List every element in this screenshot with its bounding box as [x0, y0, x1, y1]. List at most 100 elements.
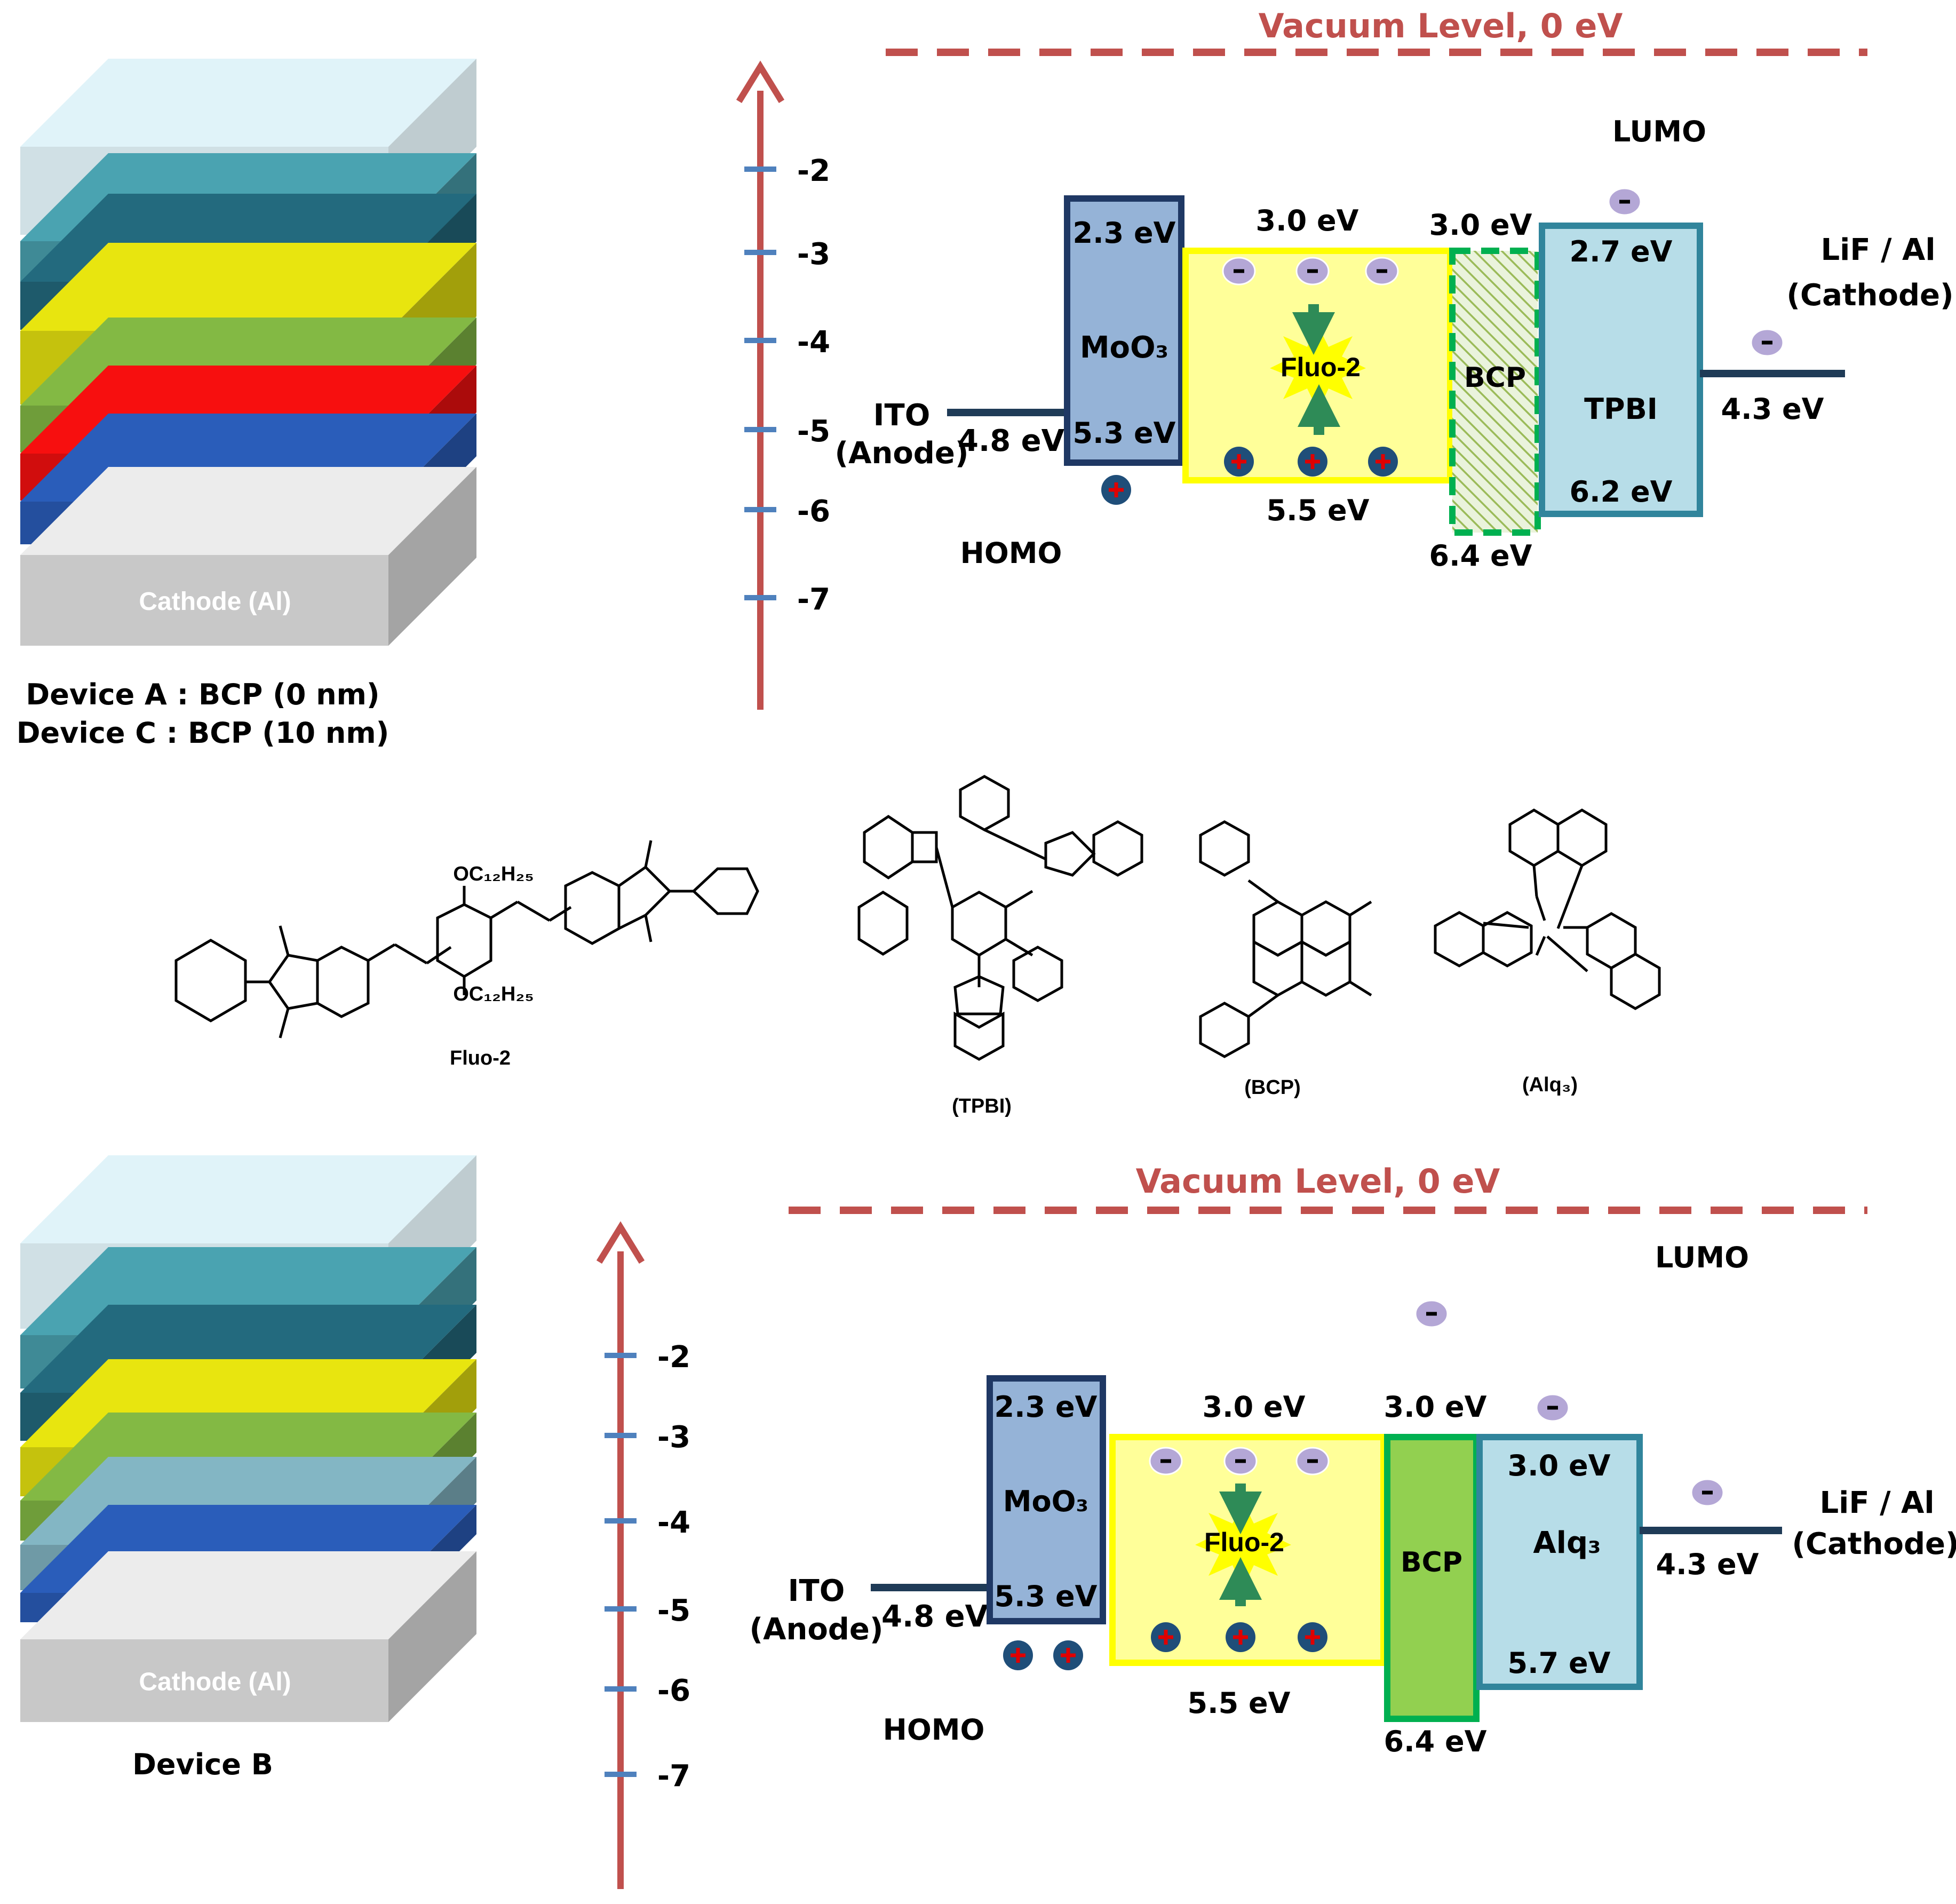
- bcp-box: [1384, 1434, 1480, 1722]
- etl-name: Alq₃: [1533, 1526, 1601, 1560]
- etl-homo: 5.7 eV: [1508, 1646, 1611, 1680]
- bcp-homo: 6.4 eV: [1429, 539, 1532, 573]
- electron-carrier: [1690, 1478, 1724, 1507]
- electron-carrier: [1365, 257, 1399, 285]
- layer-label: Cathode (Al): [139, 588, 291, 616]
- moo3-box: [1064, 195, 1184, 466]
- bcp-homo: 6.4 eV: [1384, 1725, 1487, 1758]
- energy-diagram-bottom: Vacuum Level, 0 eV -2-3-4-5-6-7 LUMO HOM…: [596, 1162, 1956, 1889]
- ito-name: ITO: [873, 398, 931, 433]
- cathode-energy: 4.3 eV: [1656, 1548, 1759, 1581]
- vacuum-level-label: Vacuum Level, 0 eV: [1259, 6, 1623, 45]
- lumo-label: LUMO: [1612, 115, 1706, 148]
- electron-carrier: [1536, 1393, 1570, 1422]
- lumo-label: LUMO: [1655, 1241, 1749, 1274]
- fluo2-substituent-bottom: OC₁₂H₂₅: [453, 983, 534, 1005]
- stack-layer: Cathode (Al): [20, 467, 476, 646]
- bcp-name: BCP: [1464, 362, 1526, 394]
- fluo2-name: Fluo-2: [1281, 352, 1361, 382]
- axis-tick-label: -6: [797, 494, 830, 529]
- axis-tick-label: -3: [657, 1420, 690, 1455]
- moo3-homo: 5.3 eV: [995, 1580, 1098, 1613]
- layer-top-face: [20, 467, 476, 555]
- device-caption-c: Device C : BCP (10 nm): [17, 716, 389, 750]
- ito-name: ITO: [788, 1574, 845, 1608]
- bcp-structure-label: (BCP): [1244, 1076, 1301, 1099]
- bcp-name: BCP: [1401, 1546, 1462, 1578]
- layer-top-face: [20, 1155, 476, 1243]
- cathode-role: (Cathode): [1792, 1527, 1956, 1561]
- energy-diagram-top: Vacuum Level, 0 eV -2 -3 -4 -5 -6 -7 LUMO HOM…: [736, 6, 1954, 710]
- bcp-lumo: 3.0 eV: [1384, 1390, 1487, 1424]
- homo-label: HOMO: [960, 536, 1062, 570]
- fluo2-structure-label: Fluo-2: [450, 1047, 511, 1069]
- electron-carrier: [1223, 1447, 1258, 1475]
- hole-carrier: [1298, 1622, 1327, 1652]
- moo3-lumo: 2.3 eV: [1073, 216, 1176, 250]
- etl-name: TPBI: [1584, 392, 1658, 426]
- hole-carrier: [1151, 1622, 1181, 1652]
- layer-front-face: [20, 555, 388, 646]
- layer-top-face: [20, 243, 476, 331]
- electron-carrier: [1414, 1299, 1449, 1328]
- electron-carrier: [1295, 257, 1330, 285]
- device-caption-a: Device A : BCP (0 nm): [26, 678, 379, 711]
- hole-carrier: [1298, 447, 1327, 477]
- layer-label: Cathode (Al): [139, 1668, 291, 1696]
- hole-carrier: [1003, 1640, 1033, 1670]
- fluo2-lumo: 3.0 eV: [1256, 204, 1359, 237]
- layer-top-face: [20, 1551, 476, 1639]
- electron-carrier: [1295, 1447, 1330, 1475]
- etl-homo: 6.2 eV: [1570, 475, 1673, 509]
- hole-carrier: [1101, 475, 1131, 505]
- moo3-homo: 5.3 eV: [1073, 416, 1176, 450]
- alq3-structure: [1434, 808, 1661, 1010]
- etl-box: [1476, 1434, 1643, 1690]
- etl-lumo: 3.0 eV: [1508, 1449, 1611, 1482]
- axis-tick-label: -6: [657, 1673, 690, 1708]
- hole-carrier: [1053, 1640, 1083, 1670]
- hole-carrier: [1224, 447, 1254, 477]
- axis-tick-label: -7: [797, 582, 830, 617]
- etl-lumo: 2.7 eV: [1570, 235, 1673, 268]
- moo3-lumo: 2.3 eV: [995, 1390, 1098, 1424]
- device-stack-top: Glass substrateITOMoO₃ (5 nm)Fluo-2 (40 …: [20, 59, 476, 646]
- axis-tick-label: -4: [657, 1505, 690, 1540]
- hole-carrier: [1226, 1622, 1255, 1652]
- fluo2-lumo: 3.0 eV: [1203, 1390, 1306, 1424]
- chemical-structures: OC₁₂H₂₅ OC₁₂H₂₅ Fluo-2 (TPBI): [174, 775, 1661, 1117]
- cathode-energy: 4.3 eV: [1721, 392, 1824, 426]
- fluo2-structure: [174, 840, 759, 1038]
- alq3-structure-label: (Alq₃): [1522, 1074, 1578, 1096]
- ito-energy: 4.8 eV: [958, 424, 1065, 458]
- axis-tick-label: -3: [797, 237, 830, 272]
- axis-tick-label: -4: [797, 325, 830, 360]
- layer-side-face: [388, 1551, 476, 1722]
- device-caption-b: Device B: [132, 1748, 273, 1781]
- cathode-name: LiF / Al: [1820, 233, 1935, 267]
- axis-tick-label: -7: [657, 1759, 690, 1794]
- homo-label: HOMO: [883, 1713, 985, 1747]
- moo3-name: MoO₃: [1003, 1485, 1088, 1518]
- fluo2-homo: 5.5 eV: [1267, 494, 1370, 527]
- fluo2-substituent-top: OC₁₂H₂₅: [453, 863, 534, 885]
- ito-energy: 4.8 eV: [881, 1599, 989, 1634]
- cathode-name: LiF / Al: [1819, 1486, 1934, 1520]
- layer-front-face: [20, 1639, 388, 1722]
- vacuum-level-label: Vacuum Level, 0 eV: [1136, 1162, 1500, 1201]
- fluo2-name: Fluo-2: [1204, 1527, 1284, 1557]
- bcp-structure: [1199, 820, 1372, 1058]
- ito-role: (Anode): [750, 1612, 884, 1647]
- tpbi-structure: [857, 775, 1143, 1061]
- layer-top-face: [20, 59, 476, 147]
- bcp-box: [1449, 248, 1541, 536]
- fluo2-homo: 5.5 eV: [1188, 1686, 1291, 1720]
- axis-tick-label: -2: [797, 154, 830, 188]
- axis-tick-label: -5: [797, 414, 830, 449]
- layer-side-face: [388, 467, 476, 646]
- electron-carrier: [1149, 1447, 1183, 1475]
- axis-tick-label: -2: [657, 1340, 690, 1375]
- moo3-name: MoO₃: [1080, 330, 1168, 365]
- bcp-lumo: 3.0 eV: [1429, 208, 1532, 242]
